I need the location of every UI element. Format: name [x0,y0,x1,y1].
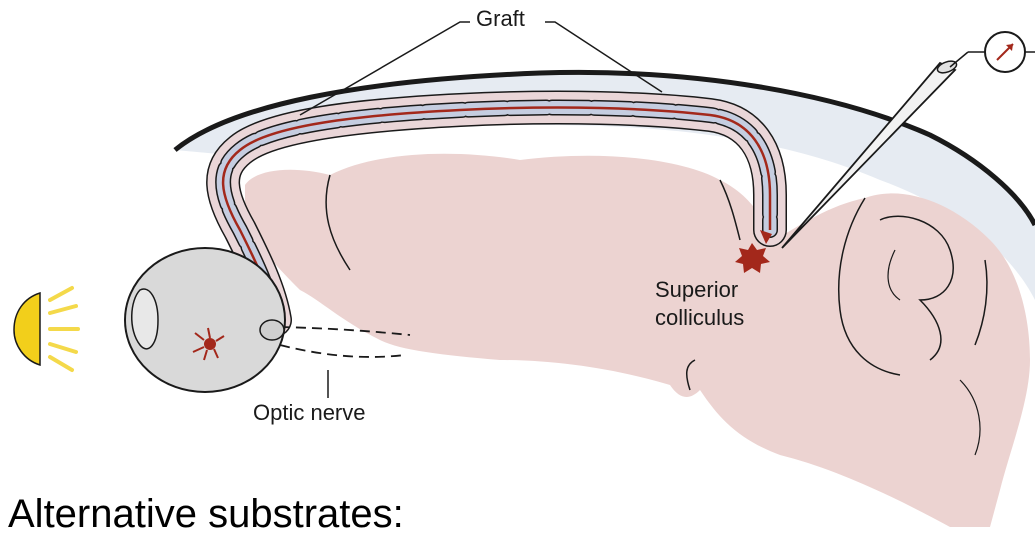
brain [245,154,1030,527]
optic-nerve-label: Optic nerve [253,400,366,426]
superior-colliculus-label-line2: colliculus [655,304,744,332]
superior-colliculus-label: Superior colliculus [655,276,744,332]
meter-icon [968,32,1035,72]
graft-label: Graft [476,6,525,32]
light-icon [14,288,78,370]
slide-heading: Alternative substrates: [8,492,404,537]
eye [125,248,285,392]
superior-colliculus-label-line1: Superior [655,276,744,304]
